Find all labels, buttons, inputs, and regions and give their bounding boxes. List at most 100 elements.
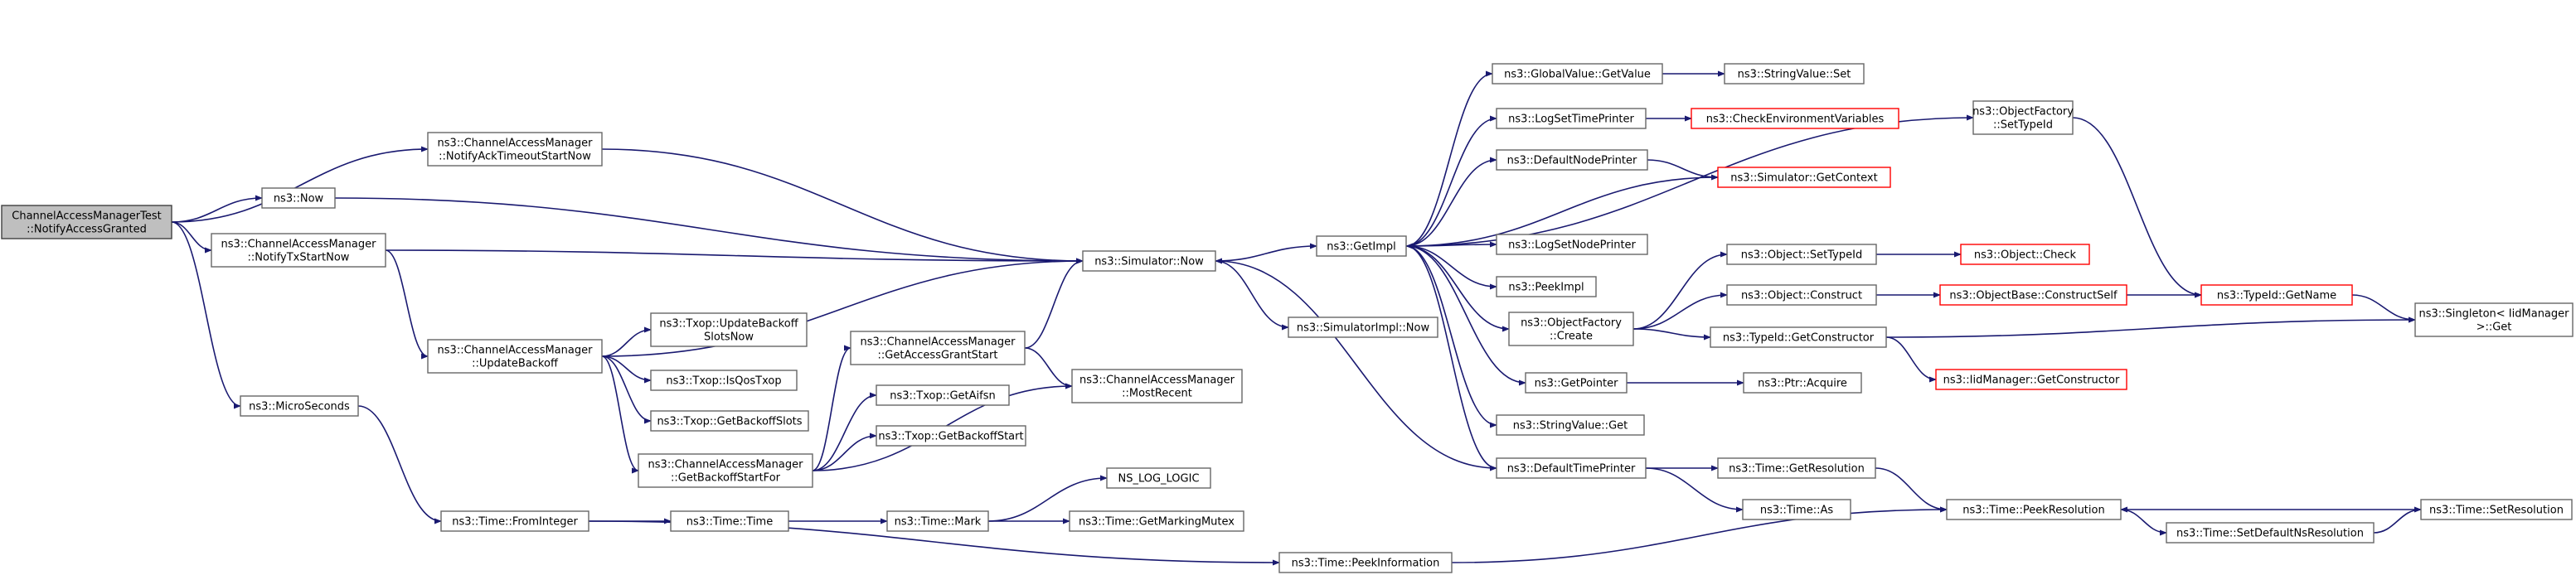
edge-get-impl-to-log-set-time-printer (1405, 115, 1497, 247)
node-get-backoff-slots[interactable]: ns3::Txop::GetBackoffSlots (650, 410, 809, 432)
node-label: ns3::StringValue::Get (1513, 420, 1628, 432)
node-label: ns3::LogSetNodePrinter (1508, 239, 1636, 252)
node-singleton-get[interactable]: ns3::Singleton< IidManager>::Get (2414, 302, 2574, 337)
node-log-set-node-printer[interactable]: ns3::LogSetNodePrinter (1496, 234, 1648, 255)
node-iid-manager-get-constructor[interactable]: ns3::IidManager::GetConstructor (1935, 369, 2127, 390)
node-label: ns3::GetImpl (1327, 241, 1396, 254)
node-set-resolution[interactable]: ns3::Time::SetResolution (2420, 499, 2573, 520)
edge-type-id-get-constructor-to-singleton-get (1885, 316, 2416, 338)
node-object-factory-set-type-id[interactable]: ns3::ObjectFactory::SetTypeId (1972, 100, 2074, 135)
node-label: ns3::LogSetTimePrinter (1508, 114, 1634, 126)
node-label: ns3::Singleton< IidManager (2418, 308, 2569, 321)
edge-get-impl-to-string-value-get (1405, 245, 1497, 428)
node-get-aifsn[interactable]: ns3::Txop::GetAifsn (876, 384, 1010, 406)
node-peek-information[interactable]: ns3::Time::PeekInformation (1278, 552, 1453, 573)
node-type-id-get-constructor[interactable]: ns3::TypeId::GetConstructor (1710, 326, 1887, 348)
node-box (1069, 510, 1244, 532)
node-simulator-impl-now[interactable]: ns3::SimulatorImpl::Now (1288, 316, 1438, 338)
node-object-check[interactable]: ns3::Object::Check (1960, 244, 2090, 265)
node-update-backoff[interactable]: ns3::ChannelAccessManager::UpdateBackoff (427, 339, 603, 374)
node-box (2420, 499, 2573, 520)
node-box (1726, 284, 1877, 306)
node-box (650, 410, 809, 432)
node-box (1496, 457, 1647, 479)
node-notify-ack-timeout[interactable]: ns3::ChannelAccessManager::NotifyAckTime… (427, 132, 603, 167)
edge-update-backoff-to-get-backoff-slots (601, 355, 652, 424)
edge-object-factory-create-to-object-construct (1632, 292, 1728, 330)
node-default-node-printer[interactable]: ns3::DefaultNodePrinter (1496, 149, 1648, 171)
node-time-get-resolution[interactable]: ns3::Time::GetResolution (1717, 457, 1876, 479)
node-simulator-get-context[interactable]: ns3::Simulator::GetContext (1717, 167, 1891, 188)
edge-time-mark-to-ns-log-logic (987, 475, 1108, 522)
node-check-env-vars[interactable]: ns3::CheckEnvironmentVariables (1691, 108, 1899, 129)
node-time-time[interactable]: ns3::Time::Time (670, 510, 789, 532)
node-get-backoff-start[interactable]: ns3::Txop::GetBackoffStart (876, 425, 1026, 447)
node-box (1496, 108, 1647, 129)
node-label: ns3::Time::As (1760, 505, 1834, 517)
node-box (1082, 250, 1216, 272)
node-object-construct[interactable]: ns3::Object::Construct (1726, 284, 1877, 306)
edge-notify-tx-to-simulator-now (385, 249, 1084, 264)
node-box (1492, 63, 1663, 85)
node-most-recent[interactable]: ns3::ChannelAccessManager::MostRecent (1071, 369, 1243, 403)
edge-type-id-get-constructor-to-iid-manager-get-constructor (1885, 336, 1937, 383)
node-peek-resolution[interactable]: ns3::Time::PeekResolution (1946, 499, 2122, 520)
node-is-qos-txop[interactable]: ns3::Txop::IsQosTxop (650, 370, 798, 391)
node-box (1525, 372, 1628, 394)
edge-notify-ack-timeout-to-simulator-now (601, 148, 1084, 264)
node-box (650, 370, 798, 391)
node-get-pointer[interactable]: ns3::GetPointer (1525, 372, 1628, 394)
node-get-access-grant-start[interactable]: ns3::ChannelAccessManager::GetAccessGran… (850, 331, 1026, 365)
node-object-factory-create[interactable]: ns3::ObjectFactory::Create (1508, 312, 1634, 346)
node-label: ::GetBackoffStartFor (671, 472, 781, 485)
edge-peek-resolution-to-set-default-ns-resolution (2120, 509, 2167, 536)
node-box (1935, 369, 2127, 390)
node-get-marking-mutex[interactable]: ns3::Time::GetMarkingMutex (1069, 510, 1244, 532)
node-ns-log-logic[interactable]: NS_LOG_LOGIC (1106, 467, 1211, 489)
node-micro-seconds[interactable]: ns3::MicroSeconds (240, 395, 359, 417)
node-get-impl[interactable]: ns3::GetImpl (1316, 235, 1407, 257)
node-string-value-get[interactable]: ns3::StringValue::Get (1496, 414, 1645, 436)
edge-root-to-notify-ack-timeout (171, 146, 429, 223)
node-log-set-time-printer[interactable]: ns3::LogSetTimePrinter (1496, 108, 1647, 129)
node-box (240, 395, 359, 417)
node-simulator-now[interactable]: ns3::Simulator::Now (1082, 250, 1216, 272)
node-from-integer[interactable]: ns3::Time::FromInteger (440, 510, 589, 532)
node-label: ChannelAccessManagerTest (12, 210, 161, 223)
node-string-value-set[interactable]: ns3::StringValue::Set (1724, 63, 1865, 85)
node-type-id-get-name[interactable]: ns3::TypeId::GetName (2200, 284, 2353, 306)
node-object-set-type-id[interactable]: ns3::Object::SetTypeId (1726, 244, 1877, 265)
node-box (1972, 100, 2074, 135)
node-root[interactable]: ChannelAccessManagerTest::NotifyAccessGr… (1, 205, 172, 239)
node-box (1496, 149, 1648, 171)
node-global-value-get-value[interactable]: ns3::GlobalValue::GetValue (1492, 63, 1663, 85)
edge-object-factory-set-type-id-to-type-id-get-name (2072, 117, 2202, 298)
node-default-time-printer[interactable]: ns3::DefaultTimePrinter (1496, 457, 1647, 479)
node-label: ns3::Time::PeekResolution (1962, 505, 2104, 517)
edge-micro-seconds-to-from-integer (357, 405, 442, 524)
node-peek-impl[interactable]: ns3::PeekImpl (1496, 276, 1597, 297)
node-label: ns3::Time::Time (686, 516, 773, 529)
node-box (440, 510, 589, 532)
node-notify-tx[interactable]: ns3::ChannelAccessManager::NotifyTxStart… (211, 233, 386, 268)
node-time-mark[interactable]: ns3::Time::Mark (886, 510, 989, 532)
function-nodes: ChannelAccessManagerTest::NotifyAccessGr… (1, 63, 2574, 573)
node-label: ::NotifyAckTimeoutStartNow (439, 151, 591, 163)
node-box (1946, 499, 2122, 520)
node-label: ::NotifyTxStartNow (248, 252, 350, 264)
node-box (1278, 552, 1453, 573)
node-object-base-construct-self[interactable]: ns3::ObjectBase::ConstructSelf (1939, 284, 2127, 306)
node-label: ns3::Object::Construct (1741, 290, 1862, 302)
edge-simulator-now-to-get-impl (1215, 243, 1317, 262)
node-ptr-acquire[interactable]: ns3::Ptr::Acquire (1743, 372, 1862, 394)
edge-simulator-get-context-to-get-impl (1405, 176, 1719, 249)
node-set-default-ns-resolution[interactable]: ns3::Time::SetDefaultNsResolution (2166, 522, 2375, 544)
node-time-as[interactable]: ns3::Time::As (1742, 499, 1851, 520)
node-get-backoff-start-for[interactable]: ns3::ChannelAccessManager::GetBackoffSta… (638, 453, 813, 488)
node-label: ns3::ChannelAccessManager (1079, 374, 1235, 387)
node-label: ns3::Txop::GetBackoffSlots (657, 416, 802, 428)
node-box (427, 132, 603, 167)
node-now[interactable]: ns3::Now (261, 187, 336, 209)
node-box (211, 233, 386, 268)
